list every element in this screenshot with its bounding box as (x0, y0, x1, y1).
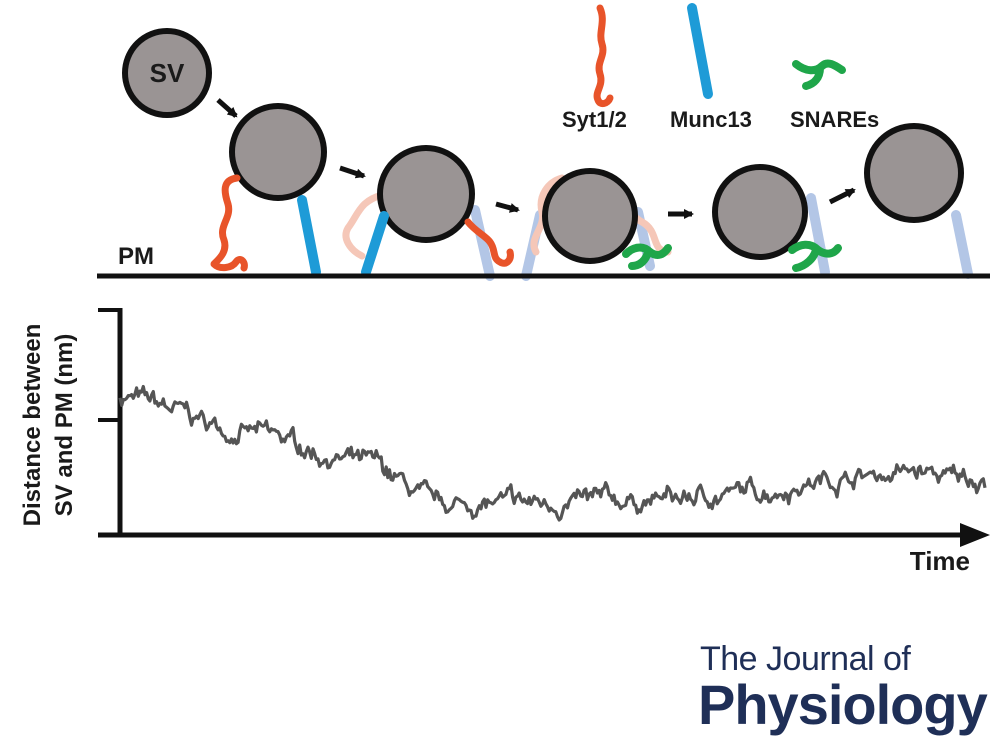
syt-legend-label: Syt1/2 (562, 107, 627, 132)
munc13-faded-1 (470, 205, 495, 281)
syt-faded-1 (342, 191, 387, 260)
schematic: SV PM Syt (97, 3, 990, 281)
snares-legend-icon (792, 59, 846, 90)
faded-proteins (342, 174, 973, 281)
vesicle-3 (377, 145, 475, 243)
snare-2 (788, 240, 842, 272)
syt-legend-icon (593, 4, 614, 108)
journal-logo-line-1: The Journal of (700, 640, 911, 678)
y-axis-label-line-1: Distance between (19, 324, 46, 527)
syt-faded-2 (530, 174, 566, 256)
snares (622, 59, 846, 272)
snares-legend-label: SNAREs (790, 107, 879, 132)
munc13-rod-2 (361, 211, 389, 277)
syt-squiggle-2 (464, 218, 514, 267)
vesicle-6 (864, 123, 964, 223)
munc13-rod-1 (297, 195, 321, 277)
vesicle-5 (712, 164, 808, 260)
vesicles (122, 28, 964, 264)
y-axis-label-line-2: SV and PM (nm) (51, 334, 78, 517)
distance-plot: Time Distance between SV and PM (nm) (19, 308, 990, 576)
snare-1 (622, 243, 672, 270)
pm-label: PM (118, 243, 154, 270)
x-axis-label: Time (910, 546, 970, 576)
munc13-faded-4 (806, 193, 830, 277)
x-axis-arrowhead (960, 523, 990, 547)
arrow-step-2 (339, 165, 366, 179)
step-arrows (216, 98, 856, 219)
y-axis-label: Distance between SV and PM (nm) (19, 324, 78, 527)
vesicle-1 (122, 28, 212, 118)
distance-trace (118, 384, 987, 522)
vesicle-4 (542, 168, 638, 264)
arrow-step-5 (828, 187, 856, 205)
syt-squiggle-1 (210, 174, 248, 272)
syt-squiggles (210, 4, 614, 272)
journal-logo-line-2: Physiology (698, 673, 988, 736)
munc13-legend-icon (687, 3, 713, 99)
munc13-rods (297, 195, 389, 277)
vesicle-2 (229, 103, 327, 201)
arrow-step-1 (216, 98, 238, 118)
sv-label: SV (150, 58, 185, 88)
munc13-faded-5 (951, 210, 973, 279)
munc13-legend-label: Munc13 (670, 107, 752, 132)
arrow-step-3 (495, 201, 520, 213)
